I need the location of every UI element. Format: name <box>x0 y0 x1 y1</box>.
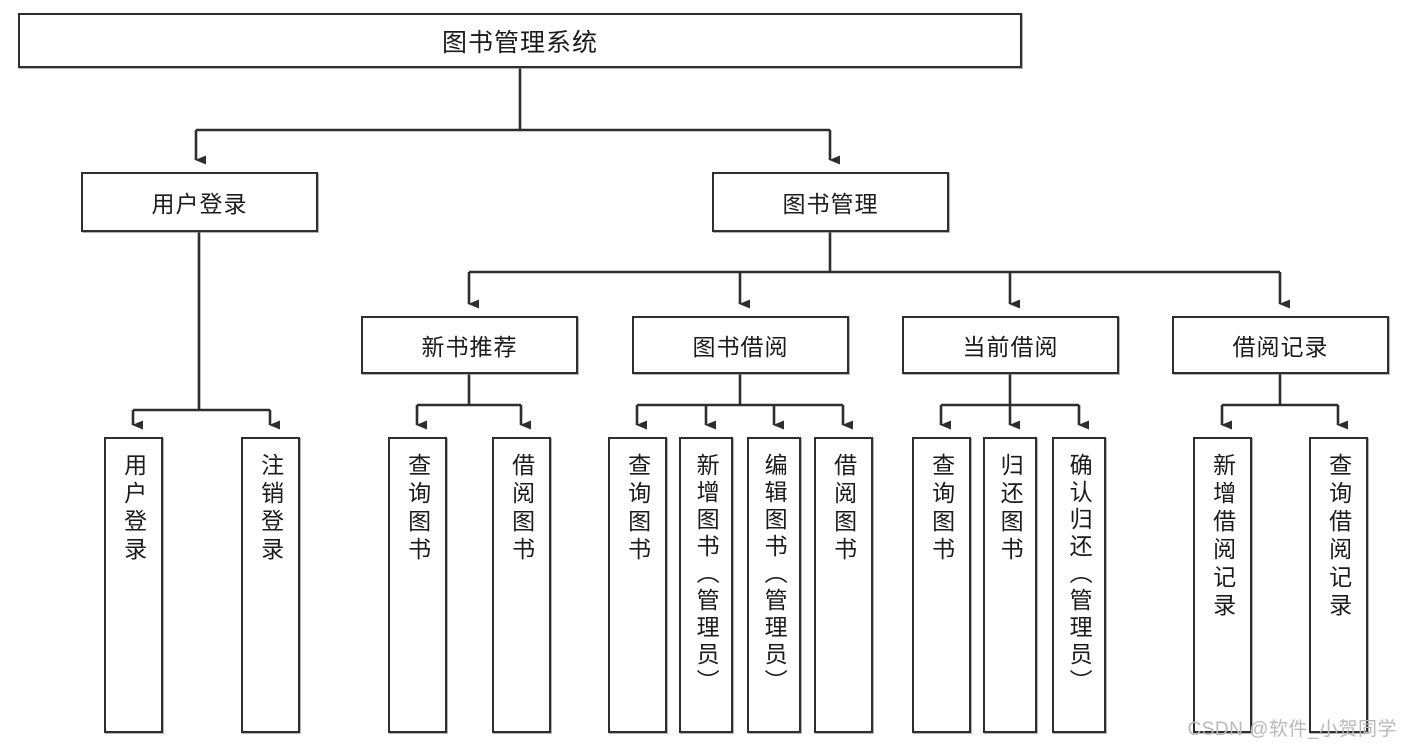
leaf-current-query-book[interactable]: 查询图书 <box>912 437 971 733</box>
leaf-borrow-query-book-label: 查询图书 <box>624 453 651 565</box>
leaf-add-book-admin-label: 新增图书（管理员） <box>693 453 720 696</box>
node-book-management-label: 图书管理 <box>782 191 879 217</box>
leaf-query-borrow-record[interactable]: 查询借阅记录 <box>1309 437 1368 733</box>
node-book-borrow-label: 图书借阅 <box>692 334 789 360</box>
node-borrow-record[interactable]: 借阅记录 <box>1172 316 1389 374</box>
leaf-add-borrow-record-label: 新增借阅记录 <box>1209 453 1236 621</box>
leaf-confirm-return-admin[interactable]: 确认归还（管理员） <box>1052 437 1106 733</box>
watermark: CSDN @软件_小贺同学 <box>1187 719 1397 740</box>
leaf-borrow-book-label: 借阅图书 <box>830 453 857 565</box>
node-current-borrow[interactable]: 当前借阅 <box>902 316 1119 374</box>
leaf-borrow-query-book[interactable]: 查询图书 <box>608 437 667 733</box>
leaf-add-book-admin[interactable]: 新增图书（管理员） <box>679 437 733 733</box>
node-new-book-recommend-label: 新书推荐 <box>421 334 518 360</box>
node-user-login[interactable]: 用户登录 <box>81 172 318 232</box>
leaf-new-book-borrow[interactable]: 借阅图书 <box>492 437 551 733</box>
leaf-user-logout[interactable]: 注销登录 <box>241 437 300 733</box>
leaf-query-borrow-record-label: 查询借阅记录 <box>1325 453 1352 621</box>
leaf-edit-book-admin[interactable]: 编辑图书（管理员） <box>747 437 801 733</box>
node-user-login-label: 用户登录 <box>151 191 248 217</box>
node-root-label: 图书管理系统 <box>441 28 598 57</box>
node-book-borrow[interactable]: 图书借阅 <box>632 316 849 374</box>
node-borrow-record-label: 借阅记录 <box>1232 334 1329 360</box>
leaf-confirm-return-admin-label: 确认归还（管理员） <box>1066 453 1093 696</box>
node-book-management[interactable]: 图书管理 <box>712 172 949 232</box>
leaf-add-borrow-record[interactable]: 新增借阅记录 <box>1193 437 1252 733</box>
node-new-book-recommend[interactable]: 新书推荐 <box>361 316 578 374</box>
leaf-new-book-borrow-label: 借阅图书 <box>508 453 535 565</box>
leaf-edit-book-admin-label: 编辑图书（管理员） <box>761 453 788 696</box>
node-current-borrow-label: 当前借阅 <box>962 334 1059 360</box>
leaf-new-book-query-label: 查询图书 <box>404 453 431 565</box>
leaf-borrow-book[interactable]: 借阅图书 <box>814 437 873 733</box>
leaf-user-login[interactable]: 用户登录 <box>104 437 163 733</box>
leaf-user-logout-label: 注销登录 <box>257 453 284 565</box>
leaf-new-book-query[interactable]: 查询图书 <box>388 437 447 733</box>
leaf-user-login-label: 用户登录 <box>120 453 147 565</box>
leaf-return-book-label: 归还图书 <box>997 453 1024 565</box>
node-root[interactable]: 图书管理系统 <box>18 13 1022 68</box>
leaf-return-book[interactable]: 归还图书 <box>983 437 1037 733</box>
leaf-current-query-book-label: 查询图书 <box>928 453 955 565</box>
